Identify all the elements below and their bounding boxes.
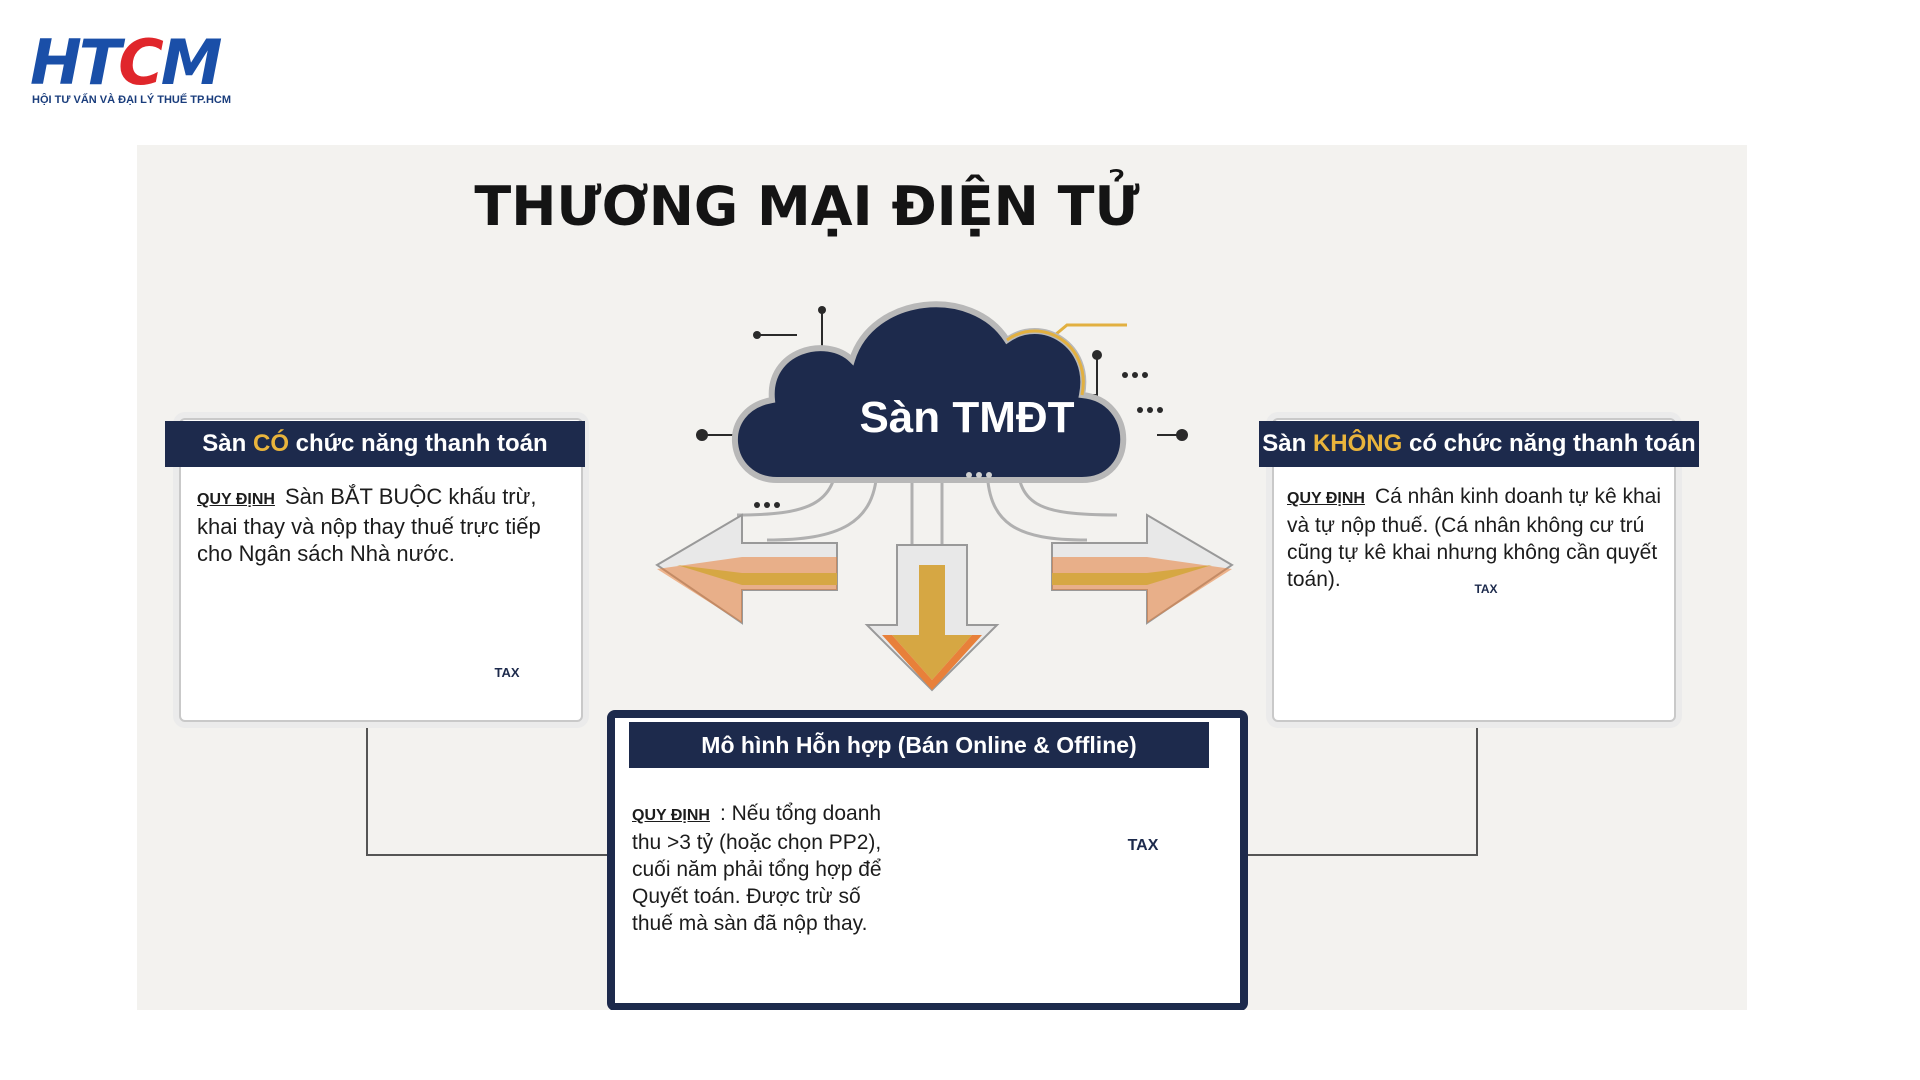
cloud-label: Sàn TMĐT bbox=[859, 393, 1075, 442]
mix-rule-label: QUY ĐỊNH bbox=[632, 807, 710, 824]
logo-part-c: C bbox=[118, 26, 163, 99]
left-panel-header: Sàn CÓ chức năng thanh toán bbox=[165, 421, 585, 467]
right-rule-label: QUY ĐỊNH bbox=[1287, 490, 1365, 507]
logo-part-m: M bbox=[160, 26, 223, 99]
right-head-highlight: KHÔNG bbox=[1312, 430, 1403, 457]
infographic: THƯƠNG MẠI ĐIỆN TỬ Sàn TMĐT Sàn CÓ chức … bbox=[137, 145, 1747, 1010]
left-rule-label: QUY ĐỊNH bbox=[197, 491, 275, 508]
logo-subtitle: HỘI TƯ VẤN VÀ ĐẠI LÝ THUẾ TP.HCM bbox=[32, 94, 231, 106]
right-tax-doc-label: TAX bbox=[1474, 582, 1498, 596]
left-rule-text: Sàn BẮT BUỘC khấu trừ, khai thay và nộp … bbox=[197, 484, 541, 566]
left-tax-badge: TAX bbox=[494, 665, 520, 680]
down-arrow bbox=[864, 544, 1000, 692]
circuit-nodes bbox=[696, 306, 1188, 508]
left-arrow bbox=[655, 513, 838, 625]
right-head-pre: Sàn bbox=[1262, 430, 1313, 457]
mix-rule-text: : Nếu tổng doanh thu >3 tỷ (hoặc chọn PP… bbox=[632, 802, 882, 935]
right-panel-header: Sàn KHÔNG có chức năng thanh toán bbox=[1259, 421, 1699, 467]
right-head-post: có chức năng thanh toán bbox=[1402, 430, 1696, 457]
logo-wordmark: HTCM bbox=[30, 26, 223, 99]
right-arrow bbox=[1051, 513, 1234, 625]
cloud-dots bbox=[966, 472, 992, 478]
page-title: THƯƠNG MẠI ĐIỆN TỬ bbox=[474, 175, 1140, 238]
right-rule-text: Cá nhân kinh doanh tự kê khai và tự nộp … bbox=[1287, 485, 1662, 591]
logo-part-ht: HT bbox=[30, 26, 121, 99]
htcm-logo: HTCM HỘI TƯ VẤN VÀ ĐẠI LÝ THUẾ TP.HCM bbox=[30, 28, 260, 108]
connector-lines bbox=[366, 700, 1478, 856]
right-panel bbox=[1272, 418, 1676, 722]
mix-panel-header: Mô hình Hỗn hợp (Bán Online & Offline) bbox=[629, 722, 1209, 768]
cloud-shape bbox=[732, 301, 1127, 483]
left-panel bbox=[179, 418, 583, 722]
mix-tax-doc-label: TAX bbox=[1127, 837, 1159, 854]
left-head-pre: Sàn bbox=[202, 430, 253, 457]
mix-rule: QUY ĐỊNH: Nếu tổng doanh thu >3 tỷ (hoặc… bbox=[632, 800, 882, 937]
left-head-highlight: CÓ bbox=[252, 430, 289, 457]
left-head-post: chức năng thanh toán bbox=[288, 430, 548, 457]
